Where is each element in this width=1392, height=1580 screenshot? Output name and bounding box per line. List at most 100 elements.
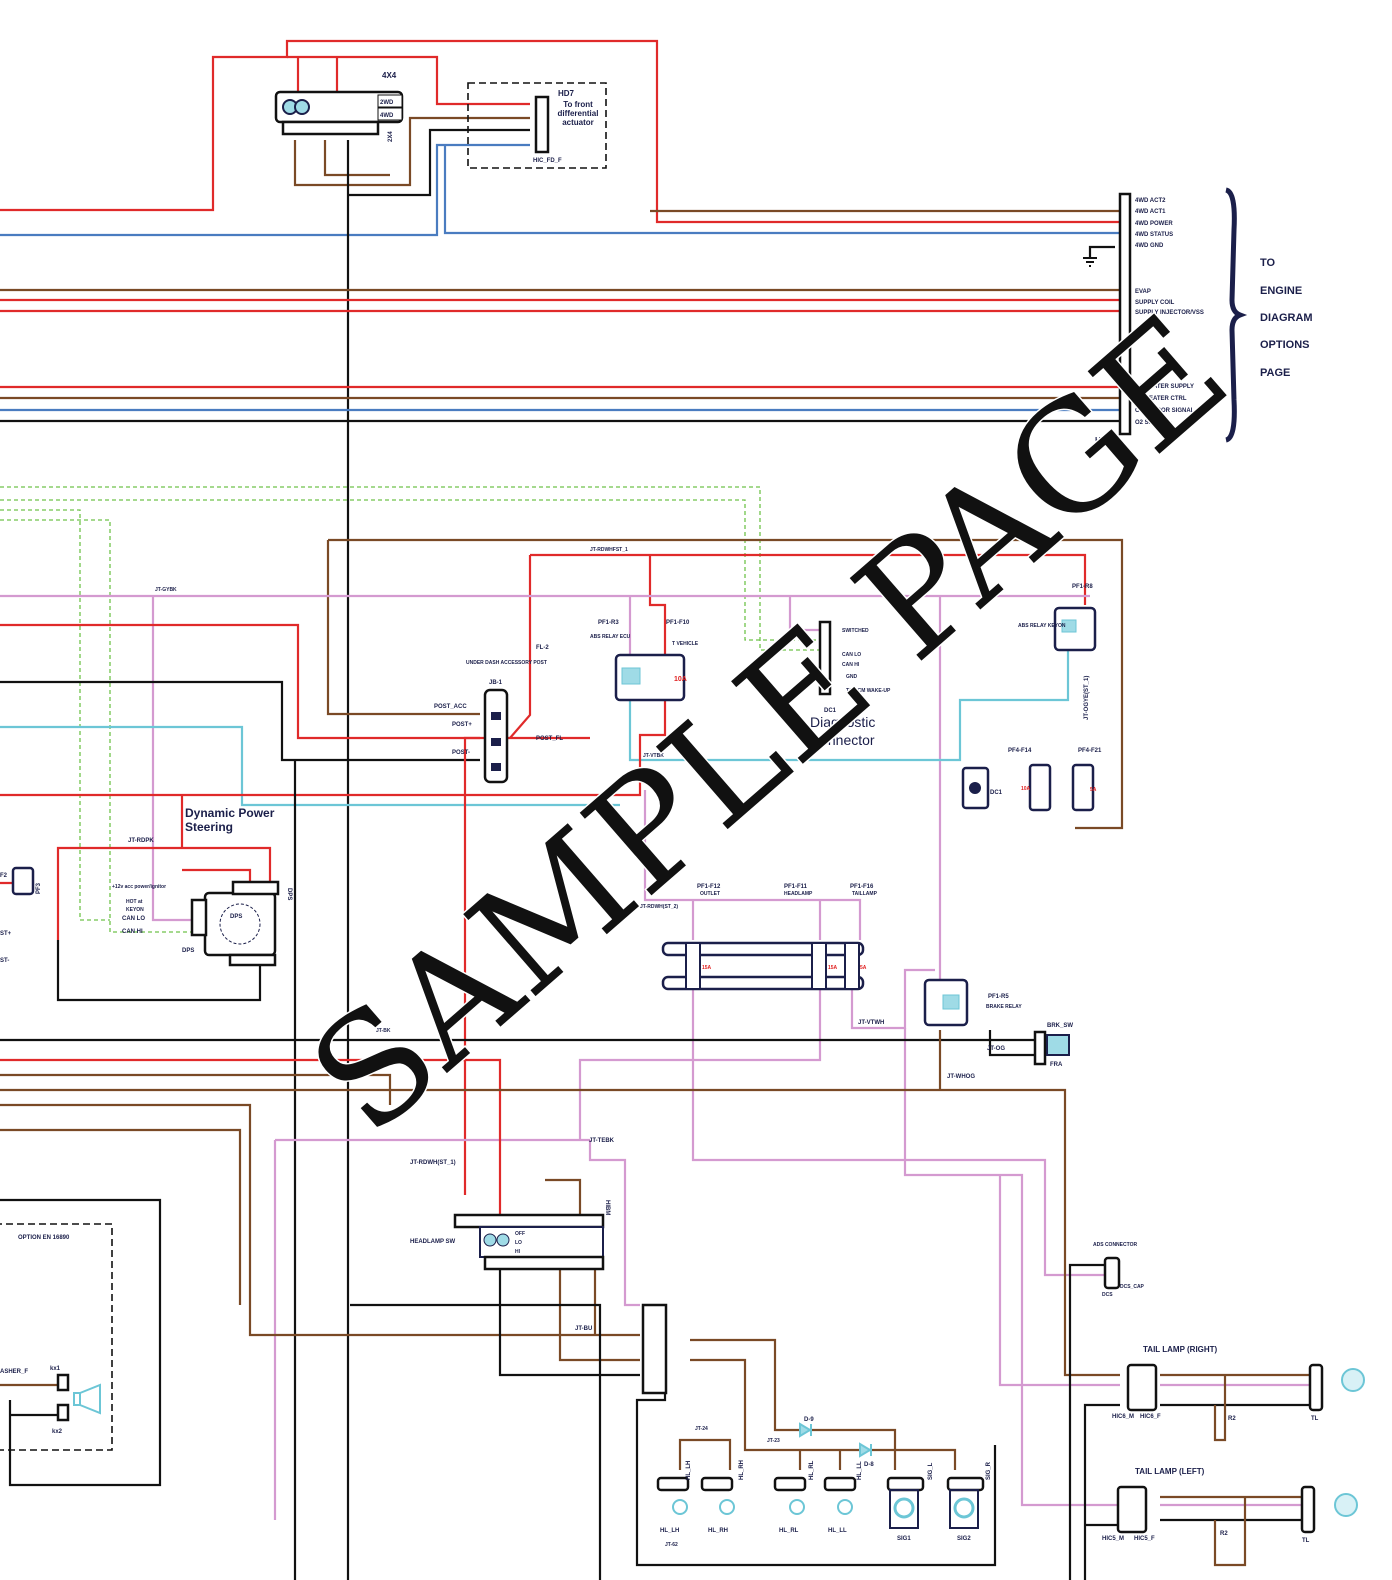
relay-pf1-r3[interactable]: PF1-R3 ABS RELAY ECU PF1-F10 T VEHICLE 1… [590,620,699,702]
ads-name: DCS [1102,1292,1113,1298]
jumper-label: JT-RDPK [128,838,154,844]
lamp-bulb-icon [1334,1493,1358,1517]
fuse-id: PF4-F21 [1078,748,1102,754]
fuse-fl2-label: FL-2 [536,645,549,651]
horn-icon [73,1383,101,1415]
connector-male: HIC6_M [1112,1414,1134,1420]
post-fl-label: POST_FL [536,736,563,742]
lamp-hl-ll: HL_LL HL_LL [823,1461,863,1534]
switch-4x4[interactable]: 2WD 4WD 4X4 2X4 [274,71,404,142]
jumper-label: JT-RDWH(ST_2) [640,904,678,910]
option-en16890: OPTION EN 16890 ASHER_F kx1 kx2 [0,1223,113,1451]
hd7-connector: HIC_FD_F [533,158,562,164]
fuse-id: PF1-F10 [666,620,690,626]
jb1-post: UNDER DASH ACCESSORY POST JB-1 POST_ACC … [434,645,563,784]
dps-module[interactable]: DPS DPS DPS Dynamic Power Steering +12v … [112,806,292,967]
diode-label: D-9 [804,1417,814,1423]
hic-pin: O2 SENSOR SIGNAL [1135,408,1195,414]
position-label: LO [515,1240,522,1246]
edge-label: ST+ [0,931,12,937]
title-line: ENGINE [1260,285,1302,297]
hd7-actuator: HD7 To front differential actuator HIC_F… [467,82,607,169]
lamp-connector: HL_LL [857,1461,863,1480]
hic-pin: O2 HEATER SUPPLY [1135,384,1194,390]
dc1-component: DC1 [961,766,1003,810]
jumper-label: JT-24 [695,1426,708,1432]
dps-inner-label: DPS [230,914,242,920]
relay-pf1-r8[interactable]: PF1-R8 ABS RELAY KEYON [1018,584,1097,652]
dps-note: +12v acc power/ignitor [112,884,166,890]
jumper-label: JT-BK [376,1028,391,1034]
lamp-label: HL_RL [779,1528,799,1534]
position-label: HI [515,1249,521,1255]
fuse-id: PF1-F12 [697,884,721,890]
fuse-desc: T VEHICLE [672,641,699,647]
diag-pin: CAN HI [842,662,860,668]
lamp-label: SIG1 [897,1536,911,1542]
hd7-description: To front differential actuator [557,100,599,127]
post-label: POST+ [452,722,472,728]
relay-desc: ABS RELAY ECU [590,634,631,640]
title-block: TO ENGINE DIAGRAM OPTIONS PAGE [1260,257,1313,379]
fuse-pf4-f14[interactable]: PF4-F14 10A [1008,748,1052,812]
dps-note: KEYON [126,907,144,913]
lamp-sig2: SIG_R SIG2 [946,1461,992,1542]
dps-note: CAN LO [122,916,145,922]
lamp-label: HL_RH [708,1528,728,1534]
relay-pf1-r5[interactable]: PF1-R5 BRAKE RELAY [923,978,1022,1027]
jumper-label: JT-RDWHFST_1 [590,547,628,553]
lamp-connector: HL_RL [809,1460,815,1480]
position-label: OFF [515,1231,525,1237]
lamp-connector: HL_LH [686,1461,692,1480]
hic-pin: 4WD GND [1135,243,1164,249]
fuse-desc: HEADLAMP [784,891,813,897]
jumper-label: JT-23 [767,1438,780,1444]
horn-label: kx1 [50,1366,61,1372]
lamp-label: TL [1311,1416,1319,1422]
lamp-connector: SIG_R [986,1461,992,1480]
ads-title: ADS CONNECTOR [1093,1242,1137,1248]
hic-pin: SUPPLY INJECTOR/VSS [1135,310,1204,316]
jumper-label: JT-62 [665,1542,678,1548]
relay-desc: ABS RELAY KEYON [1018,623,1066,629]
connector-male: HIC5_M [1102,1536,1124,1542]
connector-female: HIC6_F [1140,1414,1161,1420]
jumper-label: JT-OG [987,1046,1005,1052]
edge-label: F2 [0,873,8,879]
fuse-pf3[interactable]: PF3 F2 ST+ ST- [0,866,42,964]
fuse-pf4-f21[interactable]: PF4-F21 5A [1071,748,1102,812]
diode-icon [799,1422,812,1438]
ground-icon [1083,257,1097,267]
fuse-rating: 15A [828,965,838,971]
relay-id: PF1-R3 [598,620,619,626]
fuse-rating: 10A [1021,786,1031,792]
jumpers: JT-OGYE(ST_1) JT-RDPK JT-RDWH(ST_1) JT-T… [128,547,1090,1548]
hic-pin: SUPPLY COIL [1135,300,1175,306]
fuse-desc: TAILLAMP [852,891,878,897]
lamp-connector: HL_RH [739,1460,745,1480]
title-line: DIAGRAM [1260,312,1313,324]
lamp-hl-rh: HL_RH HL_RH [700,1460,745,1534]
fuse-row[interactable]: PF1-F12 OUTLET 15A PF1-F11 HEADLAMP 15A … [661,884,878,991]
ads-connector[interactable]: ADS CONNECTOR DCS DCS_CAP [1093,1242,1145,1298]
option-title: OPTION EN 16890 [18,1235,70,1241]
switch-4x4-side-label: 2X4 [388,131,394,142]
hic-pin: O2 SENSOR- [1135,420,1172,426]
diagnostic-connector[interactable]: SWITCHED CAN LO CAN HI GND TO ECM WAKE-U… [810,620,910,753]
dps-side-label: DPS [286,888,292,900]
edge-label: ST- [0,958,9,964]
headlamp-switch[interactable]: OFF LO HI HEADLAMP SW HIBM [410,1200,610,1271]
fuse-pf3-label: PF3 [36,882,42,894]
diode-icon [859,1442,872,1458]
dps-note: HOT at [126,899,143,905]
diag-id: DC1 [824,708,837,714]
diag-pin: GND [846,674,858,680]
switch-4x4-label: 4X4 [382,71,397,80]
ads-cap: DCS_CAP [1120,1284,1145,1290]
resistor-label: R2 [1228,1416,1236,1422]
inline-connector [641,1303,668,1395]
lamp-connector: SIG_L [928,1462,934,1480]
brake-switch[interactable]: BRK_SW FRA [1033,1023,1073,1068]
post-label: POST_ACC [434,704,467,710]
